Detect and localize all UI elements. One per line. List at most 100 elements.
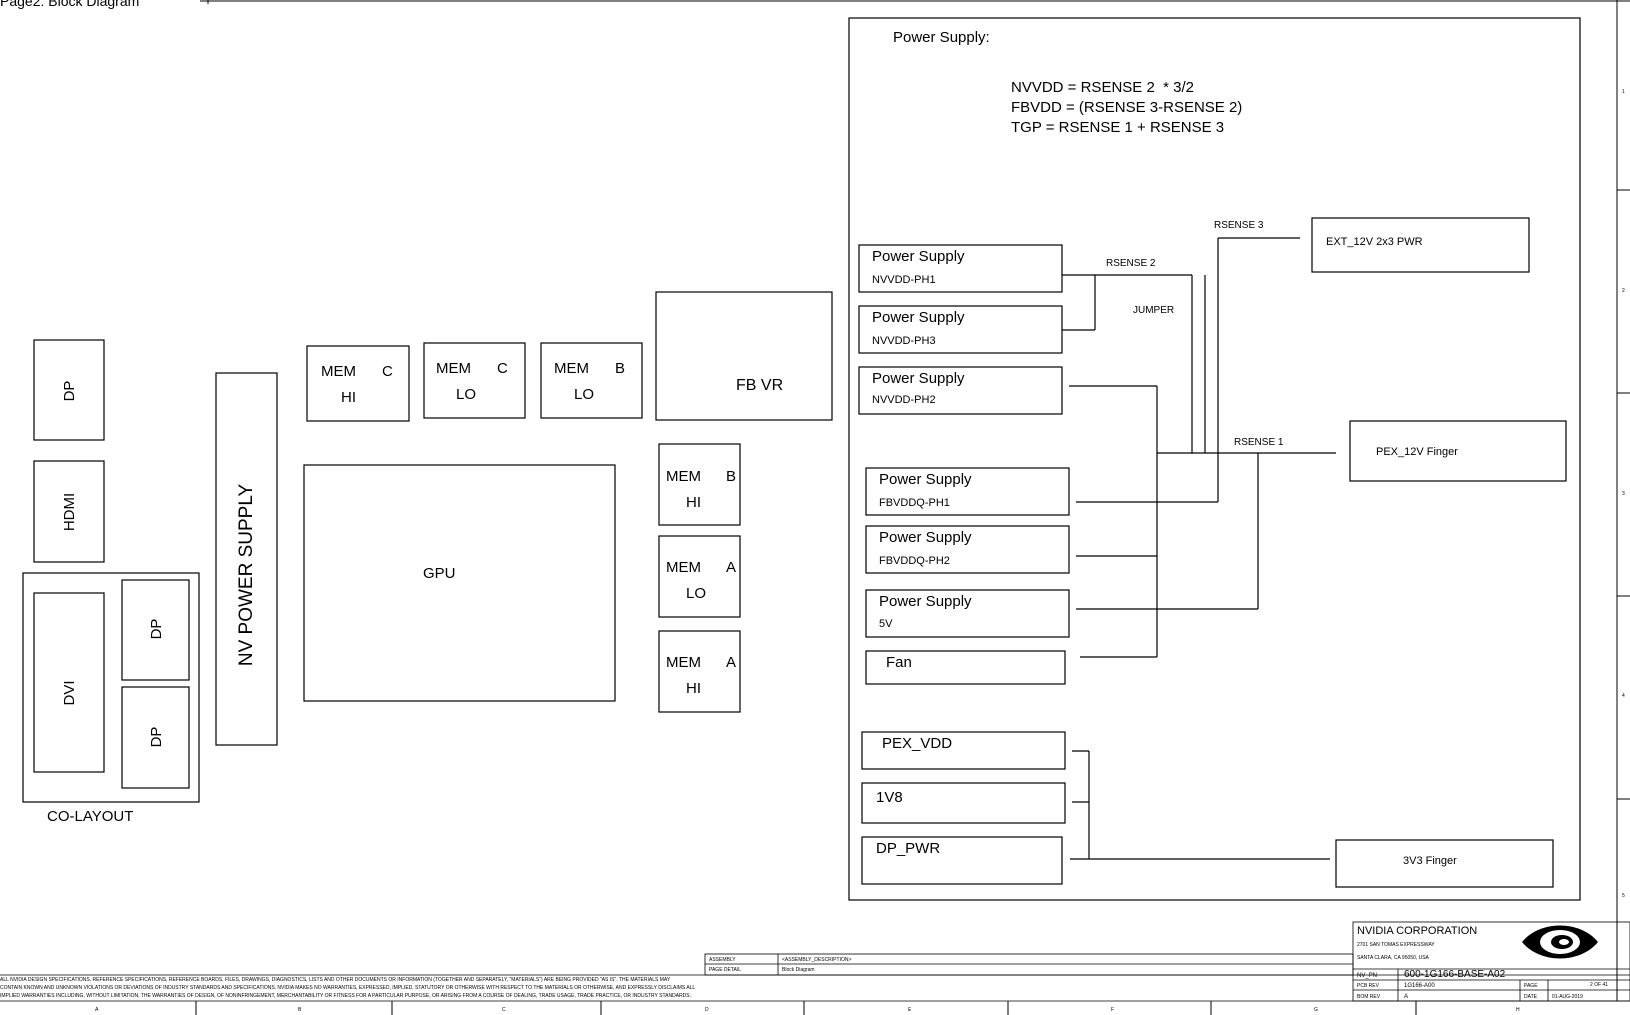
mem-c-hi-pos: HI	[341, 389, 356, 406]
border-row-3: 3	[1622, 491, 1625, 497]
ps-fbvddq-ph1-label: Power Supply	[879, 471, 972, 488]
mem-c-lo-mem: MEM	[436, 360, 471, 377]
rsense3-label: RSENSE 3	[1214, 220, 1264, 231]
dp-bot-box	[121, 686, 190, 789]
dp-mid-box	[121, 579, 190, 681]
fan-box	[865, 650, 1066, 685]
border-col-f: F	[1111, 1007, 1114, 1013]
mem-a-lo-pos: LO	[686, 585, 706, 602]
ps-fbvddq-ph2-label: Power Supply	[879, 529, 972, 546]
mem-b-lo-box	[540, 342, 643, 419]
pex-vdd-box	[861, 731, 1066, 770]
dp-pwr-label: DP_PWR	[876, 840, 940, 857]
disclaimer-line-3: IMPLIED WARRANTIES INCLUDING, WITHOUT LI…	[0, 993, 691, 999]
colayout-label: CO-LAYOUT	[47, 808, 133, 825]
ps-nvvdd-ph1-box	[858, 244, 1063, 293]
v1v8-label: 1V8	[876, 789, 903, 806]
rsense2-label: RSENSE 2	[1106, 258, 1156, 269]
nv-power-supply-box	[215, 372, 278, 746]
border-col-c: C	[502, 1007, 506, 1013]
jumper-label: JUMPER	[1133, 305, 1174, 316]
border-row-5: 5	[1622, 893, 1625, 899]
page-detail-label: PAGE DETAIL	[709, 967, 741, 973]
formula-tgp: TGP = RSENSE 1 + RSENSE 3	[1011, 119, 1224, 136]
mem-b-lo-mem: MEM	[554, 360, 589, 377]
mem-c-hi-channel: C	[382, 363, 393, 380]
nv-power-supply-label: NV POWER SUPPLY	[236, 484, 257, 667]
fan-label: Fan	[886, 654, 912, 671]
ext-12v-box	[1311, 217, 1530, 273]
mem-a-lo-box	[658, 535, 741, 618]
mem-a-lo-channel: A	[726, 559, 736, 576]
pex-12v-box	[1349, 420, 1567, 482]
colayout-box	[22, 572, 200, 803]
pcb-rev-value: 1G166-A00	[1404, 983, 1435, 989]
dp-top-box	[33, 339, 105, 441]
mem-b-lo-pos: LO	[574, 386, 594, 403]
mem-b-lo-channel: B	[615, 360, 625, 377]
power-panel-title: Power Supply:	[893, 29, 990, 46]
border-col-d: D	[705, 1007, 709, 1013]
dp-top-label: DP	[61, 381, 78, 402]
formula-nvvdd: NVVDD = RSENSE 2 * 3/2	[1011, 79, 1194, 96]
assembly-label: ASSEMBLY	[709, 957, 736, 963]
assembly-value: <ASSEMBLY_DESCRIPTION>	[782, 957, 851, 963]
mem-b-hi-mem: MEM	[666, 468, 701, 485]
mem-a-hi-mem: MEM	[666, 654, 701, 671]
ps-fbvddq-ph1-sub: FBVDDQ-PH1	[879, 497, 950, 509]
mem-c-hi-box	[306, 345, 410, 422]
nv-pn-label: NV_PN	[1357, 973, 1377, 979]
power-wiring	[1062, 237, 1336, 860]
dp-pwr-box	[861, 836, 1063, 885]
ps-nvvdd-ph3-label: Power Supply	[872, 309, 965, 326]
formula-fbvdd: FBVDD = (RSENSE 3-RSENSE 2)	[1011, 99, 1242, 116]
mem-a-hi-box	[658, 630, 741, 713]
pcb-rev-label: PCB REV	[1357, 983, 1380, 989]
disclaimer-line-2: CONTAIN KNOWN AND UNKNOWN VIOLATIONS OR …	[0, 985, 695, 991]
page-detail-value: Block Diagram	[782, 967, 815, 973]
company-name: NVIDIA CORPORATION	[1357, 925, 1477, 937]
mem-c-lo-pos: LO	[456, 386, 476, 403]
border-grid	[195, 0, 1630, 1015]
border-col-e: E	[908, 1007, 912, 1013]
mem-c-lo-box	[423, 342, 526, 419]
gpu-label: GPU	[423, 565, 456, 582]
dp-mid-label: DP	[148, 619, 165, 640]
title-block	[0, 921, 1630, 1002]
border-col-b: B	[298, 1007, 302, 1013]
hdmi-box	[33, 460, 105, 563]
ps-fbvddq-ph2-box	[865, 525, 1070, 574]
fb-vr-label: FB VR	[736, 377, 783, 394]
date-label: DATE	[1524, 994, 1538, 1000]
company-address-1: 2701 SAN TOMAS EXPRESSWAY	[1357, 942, 1435, 948]
ext-12v-label: EXT_12V 2x3 PWR	[1326, 236, 1423, 248]
border-col-g: G	[1314, 1007, 1318, 1013]
border-row-4: 4	[1622, 693, 1625, 699]
company-address-2: SANTA CLARA, CA 95050, USA	[1357, 955, 1430, 961]
bom-rev-label: BOM REV	[1357, 994, 1381, 1000]
ps-nvvdd-ph3-sub: NVVDD-PH3	[872, 335, 936, 347]
power-panel-frame	[848, 17, 1581, 901]
ps-5v-sub: 5V	[879, 618, 893, 630]
nv-pn-value: 600-1G166-BASE-A02	[1404, 969, 1506, 980]
fb-vr-box	[655, 291, 833, 421]
dvi-box	[33, 592, 105, 773]
ps-nvvdd-ph1-label: Power Supply	[872, 248, 965, 265]
dvi-label: DVI	[61, 680, 78, 705]
ps-nvvdd-ph2-label: Power Supply	[872, 370, 965, 387]
dp-bot-label: DP	[148, 727, 165, 748]
pex-12v-label: PEX_12V Finger	[1376, 446, 1458, 458]
v3v3-finger-label: 3V3 Finger	[1403, 855, 1457, 867]
disclaimer-line-1: ALL NVIDIA DESIGN SPECIFICATIONS, REFERE…	[0, 977, 671, 983]
ps-fbvddq-ph1-box	[865, 467, 1070, 516]
v1v8-box	[861, 782, 1066, 824]
mem-b-hi-channel: B	[726, 468, 736, 485]
mem-c-lo-channel: C	[497, 360, 508, 377]
border-row-2: 2	[1622, 288, 1625, 294]
nvidia-logo	[1522, 925, 1598, 959]
gpu-box	[303, 464, 616, 702]
mem-b-hi-pos: HI	[686, 494, 701, 511]
mem-b-hi-box	[658, 443, 741, 526]
page-num-label: PAGE	[1524, 983, 1538, 989]
